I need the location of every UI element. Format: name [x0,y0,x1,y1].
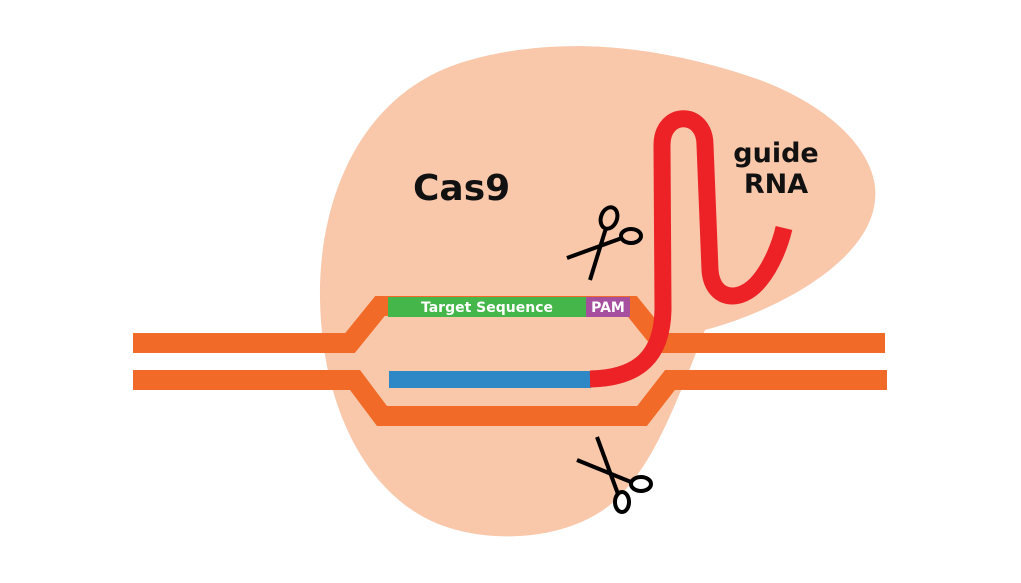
pam-label: PAM [591,300,625,316]
complementary-strand-bar [389,371,591,388]
cas9-label: Cas9 [413,168,510,209]
scissors-icon [566,205,643,281]
target-sequence-label: Target Sequence [421,300,553,316]
pam-bar [586,297,630,317]
target-sequence-bar [388,297,586,317]
guide-rna-strand [589,110,793,388]
cas9-protein-shape [319,46,876,537]
guide-rna-label-line1: guide [733,138,818,169]
scissors-icon [576,436,653,514]
dna-bottom-strand [133,370,887,426]
guide-rna-label-line2: RNA [744,169,808,200]
